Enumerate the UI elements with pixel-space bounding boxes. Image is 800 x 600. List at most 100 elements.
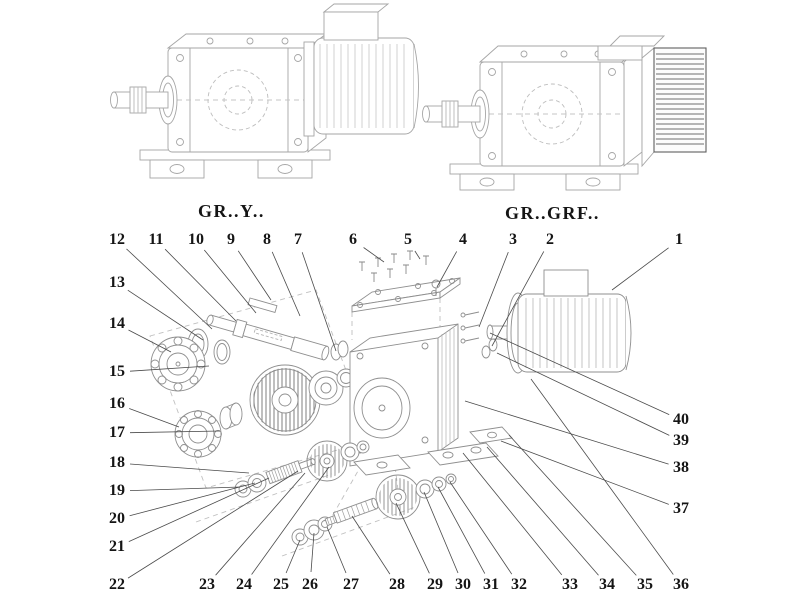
callout-31: 31 bbox=[481, 576, 501, 593]
assembly-view-gr-y bbox=[110, 3, 419, 179]
callout-12: 12 bbox=[107, 231, 127, 248]
exploded-view bbox=[149, 250, 632, 557]
callout-1: 1 bbox=[673, 231, 685, 248]
callout-10: 10 bbox=[186, 231, 206, 248]
callout-20: 20 bbox=[107, 510, 127, 527]
leader-line-23 bbox=[215, 472, 306, 576]
leader-line-1 bbox=[611, 247, 669, 291]
callout-32: 32 bbox=[509, 576, 529, 593]
callout-2: 2 bbox=[544, 231, 556, 248]
callout-11: 11 bbox=[146, 231, 166, 248]
leader-line-15 bbox=[129, 365, 210, 372]
callout-9: 9 bbox=[225, 231, 237, 248]
leader-line-14 bbox=[128, 329, 172, 353]
leader-line-22 bbox=[127, 470, 299, 579]
callout-33: 33 bbox=[560, 576, 580, 593]
leader-line-35 bbox=[508, 434, 637, 576]
callout-30: 30 bbox=[453, 576, 473, 593]
callout-19: 19 bbox=[107, 482, 127, 499]
housing-cover bbox=[351, 277, 461, 313]
callout-40: 40 bbox=[671, 411, 691, 428]
assembly-view-gr-grf bbox=[422, 35, 707, 191]
gear-housing bbox=[349, 323, 513, 476]
key bbox=[247, 297, 278, 314]
callout-29: 29 bbox=[425, 576, 445, 593]
callout-36: 36 bbox=[671, 576, 691, 593]
callout-22: 22 bbox=[107, 576, 127, 593]
leader-line-10 bbox=[203, 249, 257, 314]
callout-27: 27 bbox=[341, 576, 361, 593]
leader-line-19 bbox=[129, 486, 241, 491]
leader-line-21 bbox=[128, 477, 270, 542]
leader-line-36 bbox=[530, 378, 674, 575]
callout-14: 14 bbox=[107, 315, 127, 332]
callout-13: 13 bbox=[107, 274, 127, 291]
callout-39: 39 bbox=[671, 432, 691, 449]
callout-16: 16 bbox=[107, 395, 127, 412]
leader-line-9 bbox=[237, 250, 272, 301]
fan-cover-fins bbox=[653, 47, 707, 153]
leader-line-24 bbox=[251, 466, 330, 575]
leader-line-26 bbox=[310, 532, 315, 573]
gear-large bbox=[249, 364, 321, 436]
callout-25: 25 bbox=[271, 576, 291, 593]
callout-4: 4 bbox=[457, 231, 469, 248]
callout-24: 24 bbox=[234, 576, 254, 593]
leader-line-38 bbox=[464, 400, 669, 465]
callout-35: 35 bbox=[635, 576, 655, 593]
motor-exploded bbox=[460, 269, 632, 374]
callout-34: 34 bbox=[597, 576, 617, 593]
callout-26: 26 bbox=[300, 576, 320, 593]
callout-18: 18 bbox=[107, 454, 127, 471]
callout-37: 37 bbox=[671, 500, 691, 517]
leader-line-13 bbox=[127, 289, 204, 341]
callout-3: 3 bbox=[507, 231, 519, 248]
pinion-assembly-1 bbox=[234, 440, 370, 498]
leader-line-32 bbox=[449, 481, 513, 575]
leader-line-40 bbox=[489, 332, 670, 415]
leader-line-6 bbox=[363, 247, 385, 263]
callout-7: 7 bbox=[292, 231, 304, 248]
leader-line-25 bbox=[285, 539, 301, 574]
callout-17: 17 bbox=[107, 424, 127, 441]
leader-line-16 bbox=[129, 408, 180, 428]
leader-line-39 bbox=[496, 352, 670, 436]
callout-6: 6 bbox=[347, 231, 359, 248]
callout-15: 15 bbox=[107, 363, 127, 380]
leader-line-37 bbox=[500, 440, 669, 505]
output-shaft-assembly bbox=[187, 297, 349, 365]
leader-line-3 bbox=[478, 251, 509, 328]
leader-lines bbox=[126, 247, 674, 579]
callout-21: 21 bbox=[107, 538, 127, 555]
callout-8: 8 bbox=[261, 231, 273, 248]
leader-line-2 bbox=[491, 251, 545, 347]
leader-line-20 bbox=[129, 482, 256, 517]
pinion-assembly-2 bbox=[291, 473, 457, 546]
model-label-gr-grf: GR..GRF.. bbox=[505, 203, 600, 223]
model-label-gr-y: GR..Y.. bbox=[198, 201, 265, 221]
leader-line-28 bbox=[351, 515, 391, 575]
leader-line-31 bbox=[437, 486, 486, 574]
callout-28: 28 bbox=[387, 576, 407, 593]
leader-line-30 bbox=[423, 491, 459, 574]
callout-38: 38 bbox=[671, 459, 691, 476]
leader-line-34 bbox=[486, 446, 599, 576]
leader-line-27 bbox=[326, 526, 347, 574]
leader-line-12 bbox=[126, 248, 213, 330]
leader-line-29 bbox=[395, 502, 430, 574]
leader-line-4 bbox=[436, 251, 458, 288]
leader-line-7 bbox=[301, 252, 337, 352]
cover-bolts bbox=[359, 250, 441, 296]
leader-line-11 bbox=[164, 248, 237, 322]
leader-line-17 bbox=[129, 430, 221, 434]
callout-23: 23 bbox=[197, 576, 217, 593]
callout-5: 5 bbox=[402, 231, 414, 248]
ball-bearing-small bbox=[174, 402, 243, 458]
leader-line-33 bbox=[462, 452, 563, 576]
leader-line-8 bbox=[271, 251, 301, 317]
ball-bearing-large bbox=[150, 336, 206, 392]
leader-line-5 bbox=[414, 250, 421, 260]
leader-line-18 bbox=[129, 463, 250, 474]
